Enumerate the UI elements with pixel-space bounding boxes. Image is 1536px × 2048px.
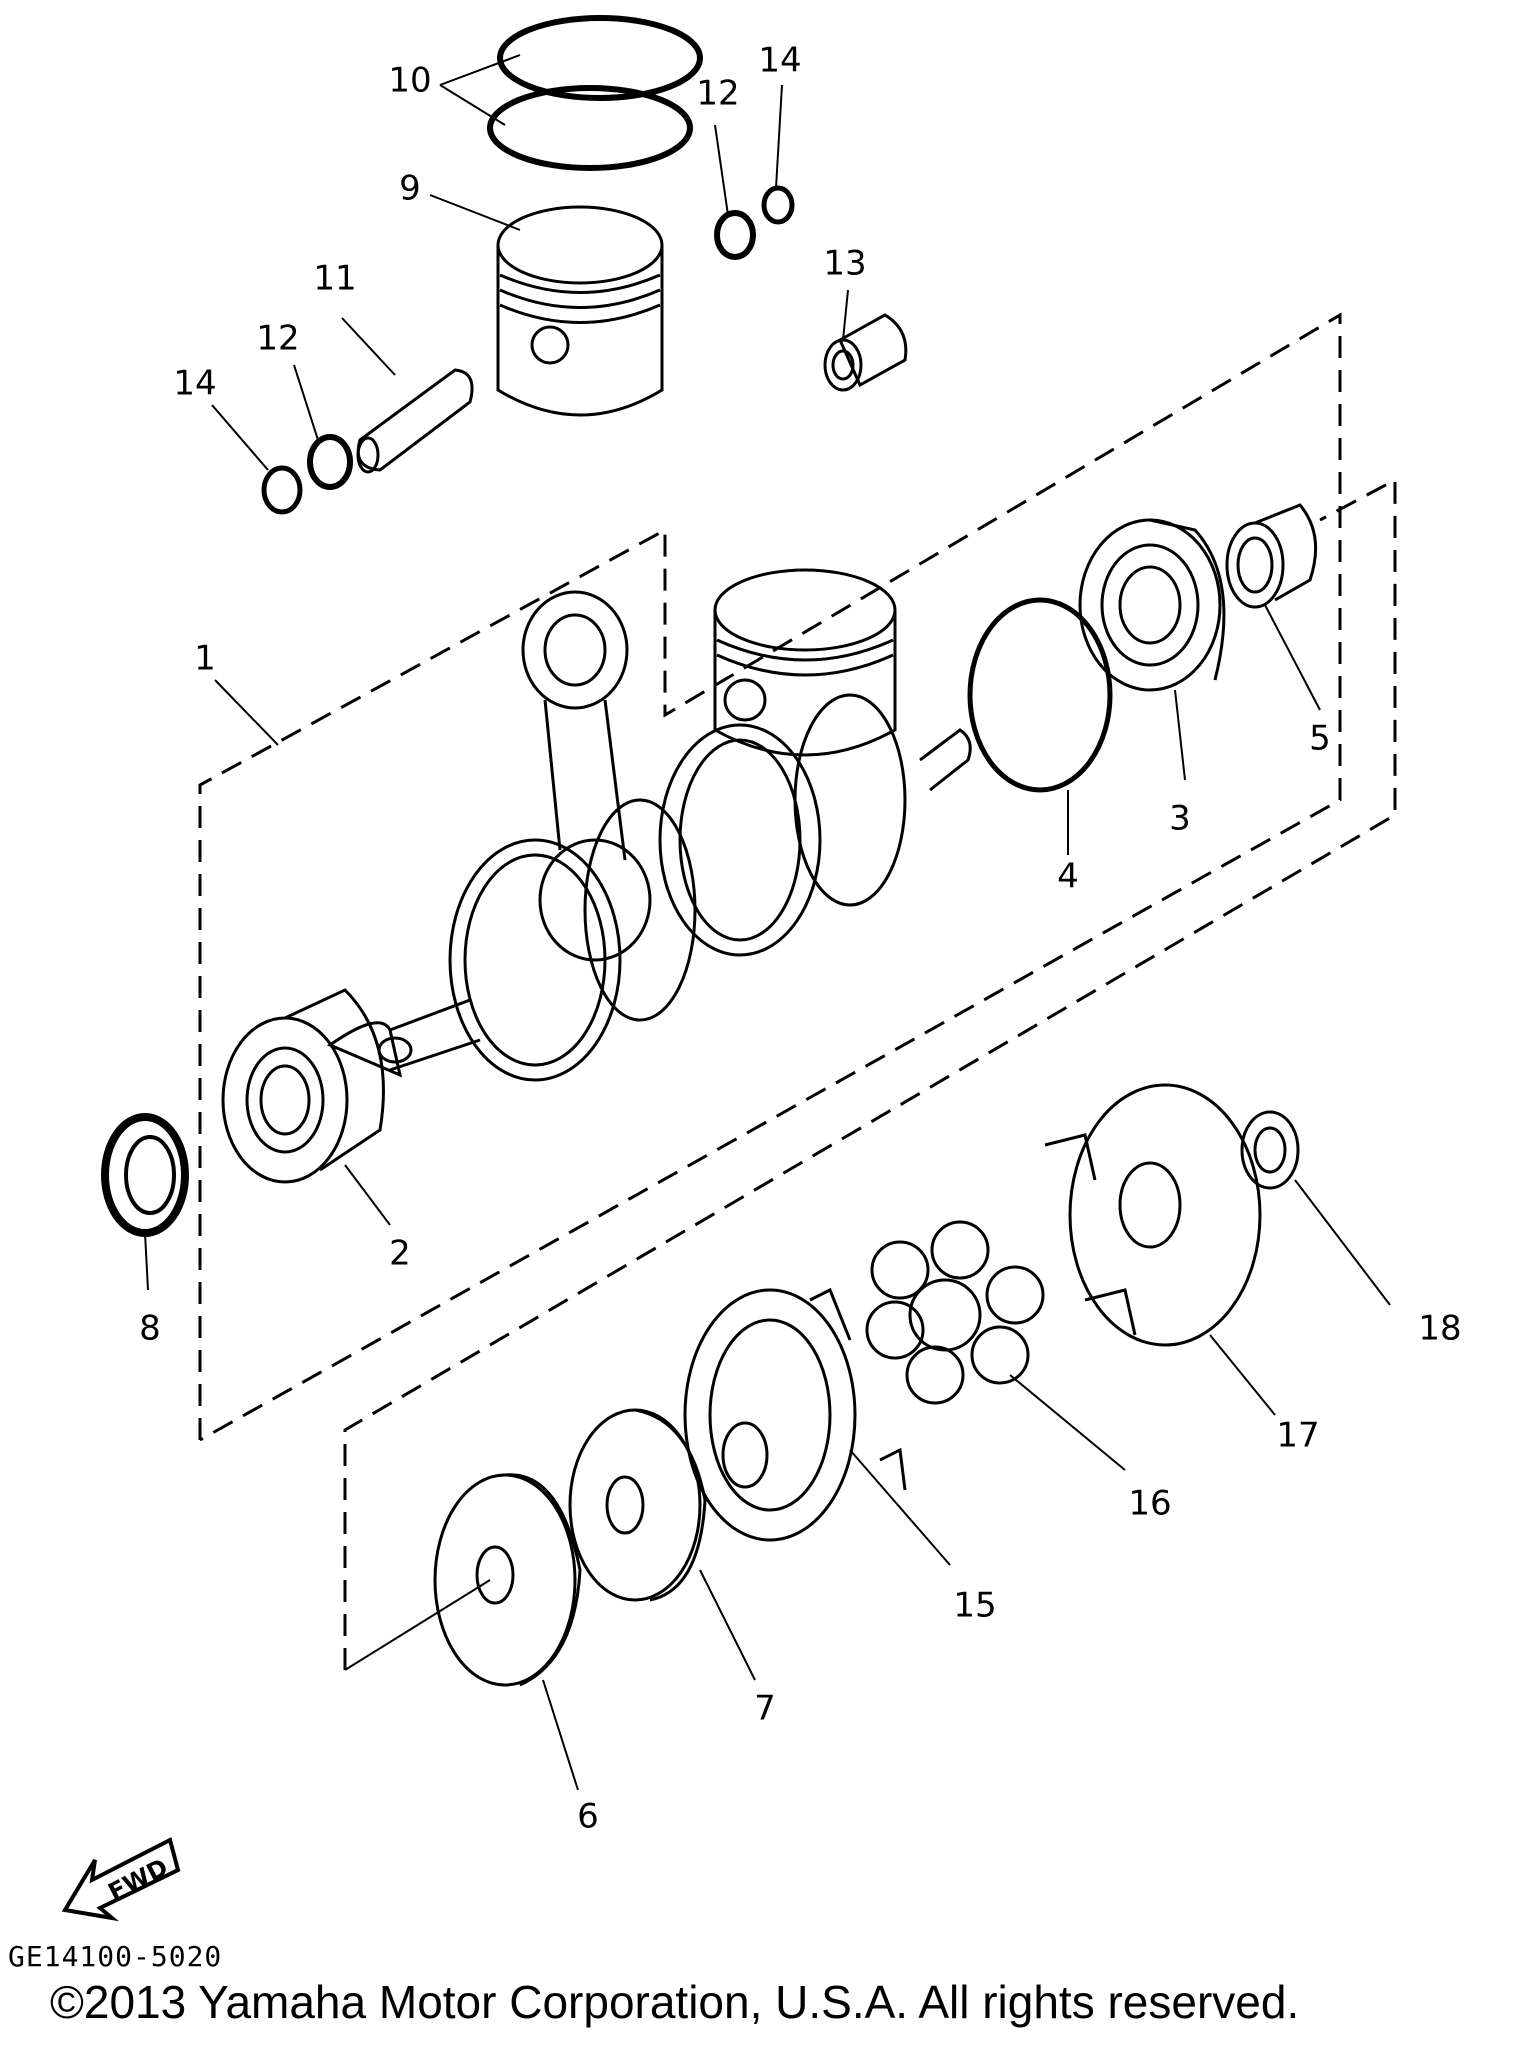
crank-piston xyxy=(713,568,897,757)
piston-pin xyxy=(356,368,474,474)
callout-labels: 1 2 3 4 5 6 7 8 9 10 11 12 12 13 14 14 1… xyxy=(139,41,1461,1837)
callout-17: 17 xyxy=(1276,1416,1319,1456)
circlip-right xyxy=(761,185,795,225)
piston-rings xyxy=(487,15,703,171)
snap-ring xyxy=(967,597,1113,793)
callout-3: 3 xyxy=(1169,799,1191,839)
connecting-rod xyxy=(521,590,652,962)
crankshaft-assembly-outline xyxy=(198,312,1342,1442)
callout-10: 10 xyxy=(388,61,431,101)
coupling-17 xyxy=(1044,1083,1262,1347)
diagram-code: GE14100-5020 xyxy=(8,1940,223,1973)
washer-18 xyxy=(1240,1110,1300,1190)
washer-right xyxy=(714,210,756,260)
callout-5: 5 xyxy=(1309,719,1331,759)
piston xyxy=(496,205,664,417)
oil-seal xyxy=(101,1113,189,1237)
washer-left xyxy=(307,434,353,490)
main-bearing-right xyxy=(1078,518,1226,692)
callout-8: 8 xyxy=(139,1309,161,1349)
callout-7: 7 xyxy=(754,1689,776,1729)
callout-12-left: 12 xyxy=(256,319,299,359)
circlip-left xyxy=(261,465,303,515)
rotor-15 xyxy=(683,1287,907,1542)
callout-15: 15 xyxy=(953,1586,996,1626)
fwd-arrow-icon: FWD xyxy=(61,1837,181,1922)
damper-16 xyxy=(865,1220,1045,1405)
plate-7 xyxy=(568,1408,707,1602)
callout-16: 16 xyxy=(1128,1484,1171,1524)
callout-2: 2 xyxy=(389,1234,411,1274)
callout-13: 13 xyxy=(823,244,866,284)
leader-lines xyxy=(144,54,1391,1791)
collar xyxy=(1225,503,1318,609)
callout-6: 6 xyxy=(577,1797,599,1837)
main-bearing-left xyxy=(221,988,385,1184)
callout-12-right: 12 xyxy=(696,74,739,114)
callout-18: 18 xyxy=(1418,1309,1461,1349)
callout-11: 11 xyxy=(313,259,356,299)
callout-14-right: 14 xyxy=(758,41,801,81)
copyright-notice: ©2013 Yamaha Motor Corporation, U.S.A. A… xyxy=(50,1976,1300,2028)
callout-14-left: 14 xyxy=(173,364,216,404)
callout-4: 4 xyxy=(1057,857,1079,897)
callout-9: 9 xyxy=(399,169,421,209)
rotor-assembly-outline xyxy=(343,477,1397,1670)
washer-6 xyxy=(433,1473,582,1687)
callout-1: 1 xyxy=(194,639,216,679)
needle-bearing xyxy=(823,313,908,392)
